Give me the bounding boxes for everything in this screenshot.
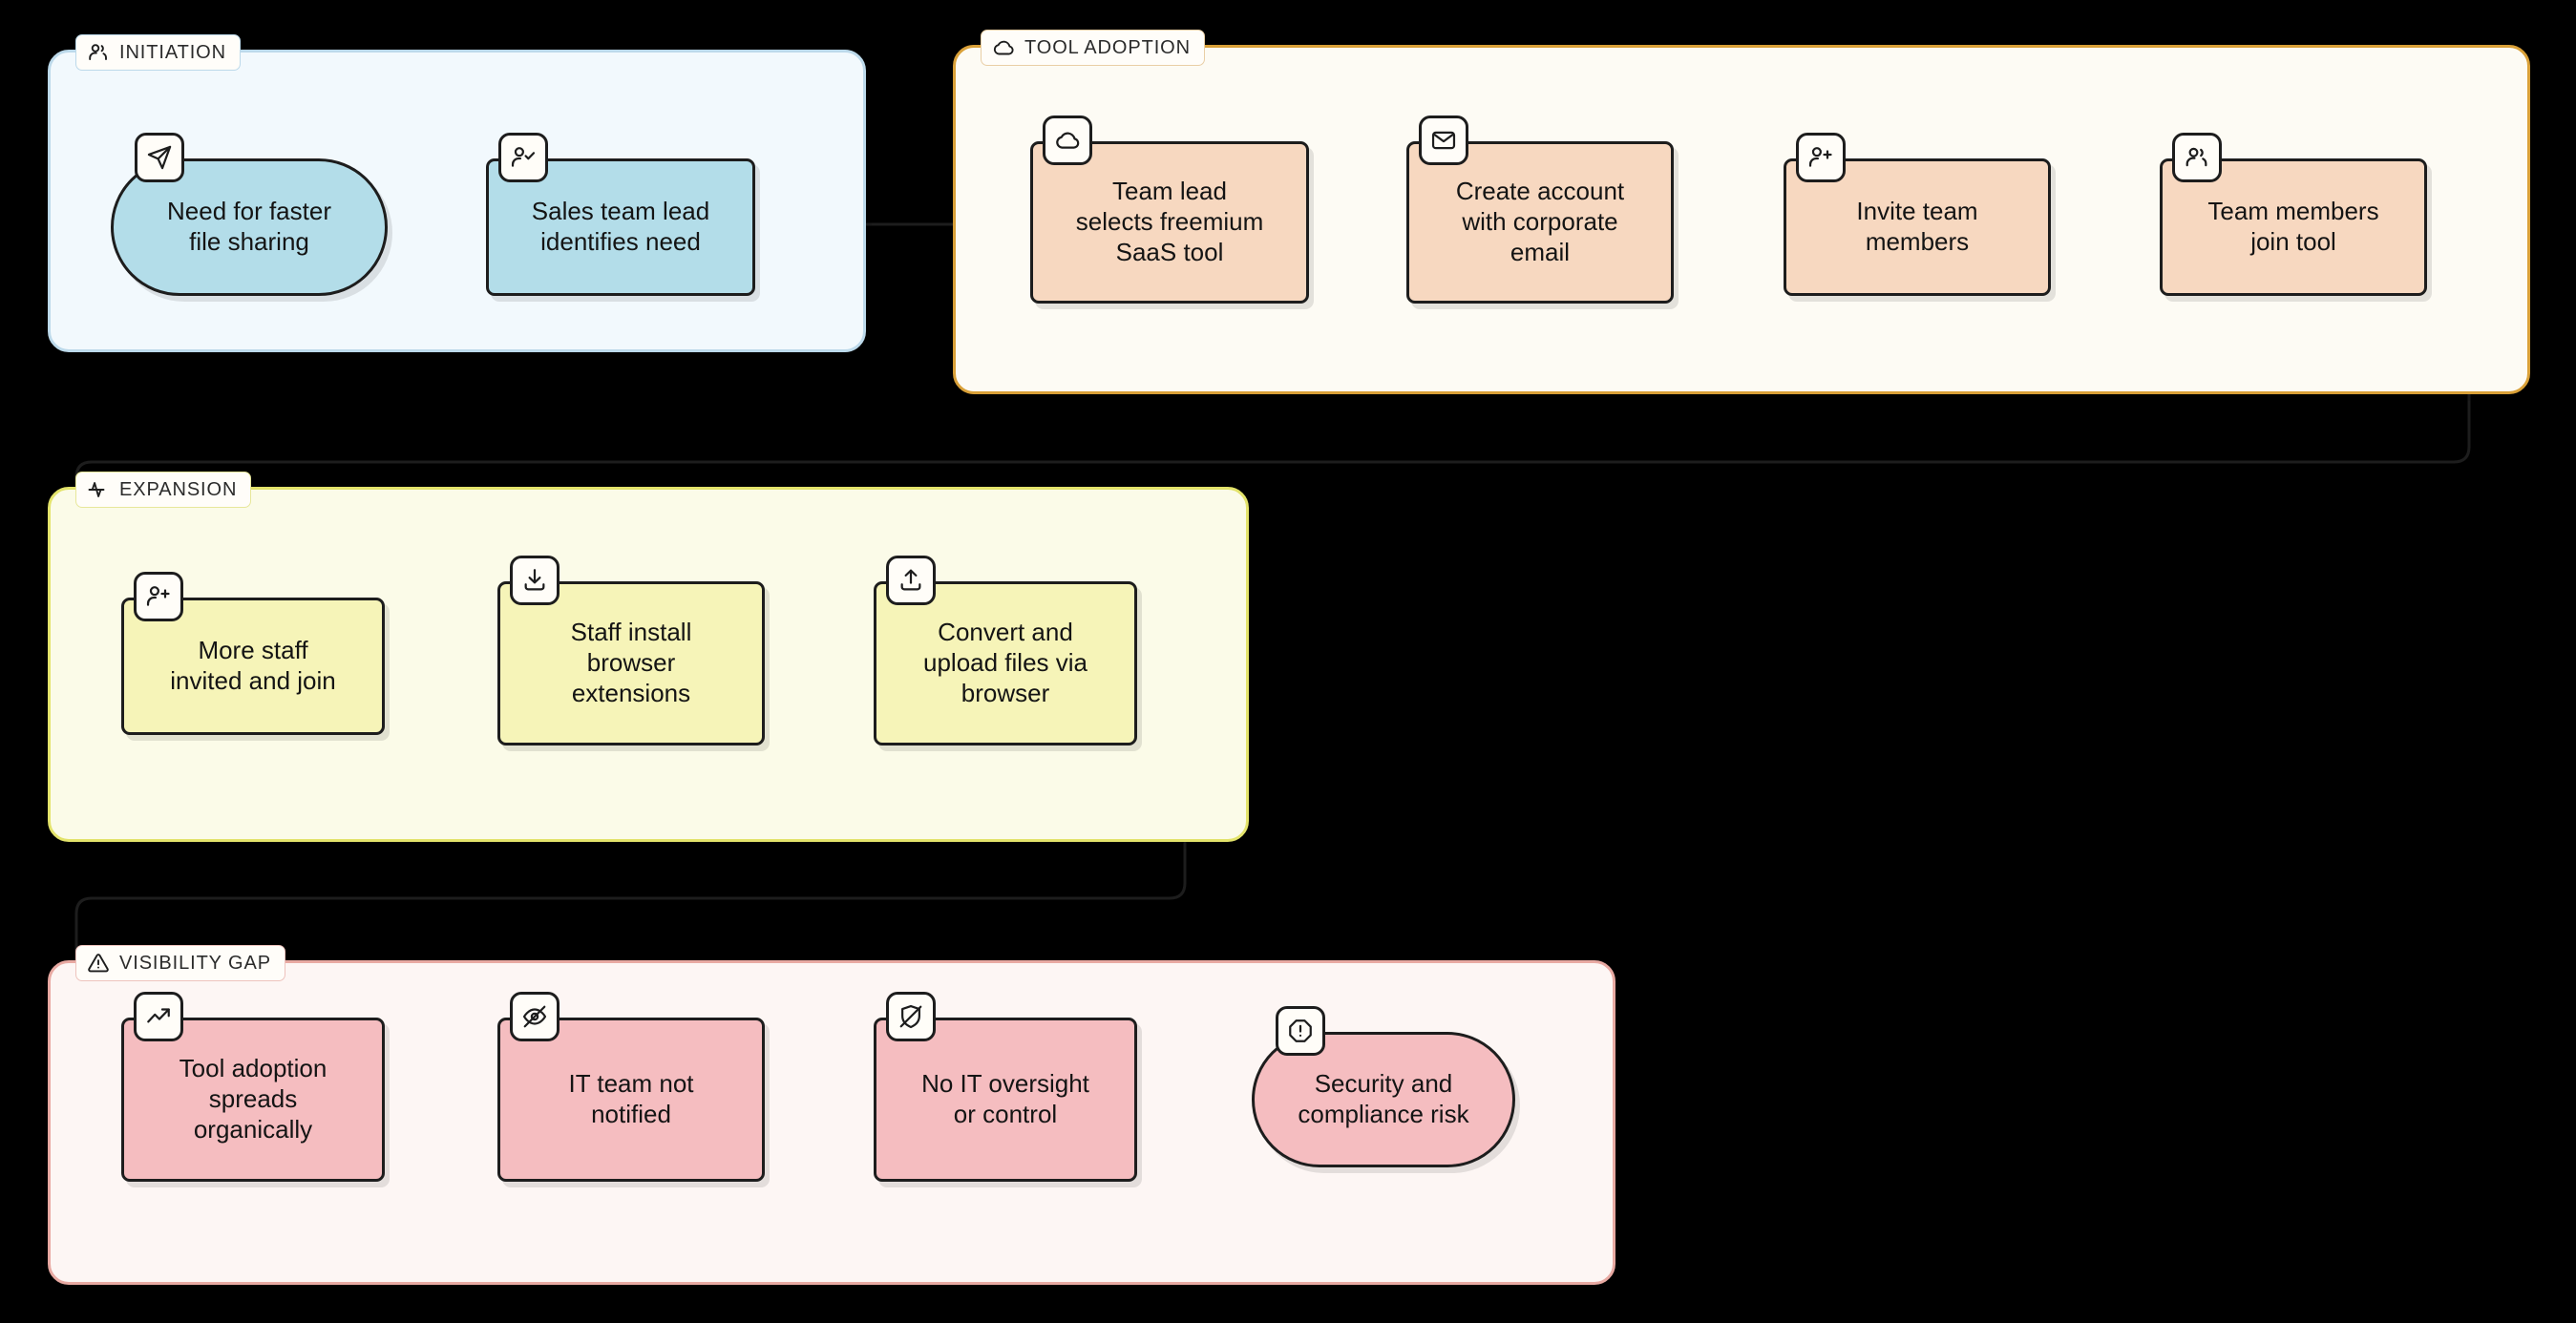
group-label-text: INITIATION <box>119 41 226 63</box>
group-label-expansion: EXPANSION <box>75 472 252 508</box>
group-visibility-gap: VISIBILITY GAP Tool adoption spreads org… <box>48 945 1615 1285</box>
cloud-icon <box>992 36 1015 59</box>
activity-icon <box>87 478 110 501</box>
octagon-alert-icon <box>1276 1006 1325 1056</box>
node-install-extensions[interactable]: Staff install browser extensions <box>497 556 765 746</box>
node-adoption-spreads[interactable]: Tool adoption spreads organically <box>121 992 385 1182</box>
node-create-account[interactable]: Create account with corporate email <box>1406 116 1674 304</box>
node-label: No IT oversight or control <box>921 1069 1089 1128</box>
node-label: Staff install browser extensions <box>570 618 692 707</box>
node-sales-team-lead[interactable]: Sales team lead identifies need <box>486 133 755 296</box>
node-label: Need for faster file sharing <box>167 197 331 256</box>
group-tool-adoption: TOOL ADOPTION Team lead selects freemium… <box>953 30 2530 394</box>
shield-off-icon <box>886 992 936 1041</box>
node-label: Invite team members <box>1856 197 1978 256</box>
cloud-icon <box>1043 116 1092 165</box>
group-label-text: VISIBILITY GAP <box>119 952 271 974</box>
send-icon <box>135 133 184 182</box>
node-label: Convert and upload files via browser <box>923 618 1087 707</box>
node-select-freemium-tool[interactable]: Team lead selects freemium SaaS tool <box>1030 116 1309 304</box>
node-label: Tool adoption spreads organically <box>179 1054 327 1144</box>
users-icon <box>87 41 110 64</box>
eye-off-icon <box>510 992 560 1041</box>
node-security-compliance-risk[interactable]: Security and compliance risk <box>1252 1006 1515 1167</box>
node-no-it-oversight[interactable]: No IT oversight or control <box>874 992 1137 1182</box>
node-need-faster-sharing[interactable]: Need for faster file sharing <box>111 133 388 296</box>
user-plus-icon <box>1796 133 1846 182</box>
user-check-icon <box>498 133 548 182</box>
node-label: Create account with corporate email <box>1455 177 1625 266</box>
node-label: More staff invited and join <box>170 636 336 695</box>
node-invite-team-members[interactable]: Invite team members <box>1784 133 2051 296</box>
mail-icon <box>1419 116 1468 165</box>
group-label-initiation: INITIATION <box>75 34 241 71</box>
upload-icon <box>886 556 936 605</box>
group-label-tool-adoption: TOOL ADOPTION <box>981 30 1205 66</box>
group-label-text: EXPANSION <box>119 478 238 500</box>
node-label: Team members join tool <box>2207 197 2379 256</box>
alert-triangle-icon <box>87 952 110 975</box>
node-upload-files-browser[interactable]: Convert and upload files via browser <box>874 556 1137 746</box>
group-initiation: INITIATION Need for faster file sharing … <box>48 34 866 352</box>
node-more-staff-join[interactable]: More staff invited and join <box>121 572 385 735</box>
user-plus-icon <box>134 572 183 621</box>
node-label: Team lead selects freemium SaaS tool <box>1075 177 1264 266</box>
trending-up-icon <box>134 992 183 1041</box>
group-expansion: EXPANSION More staff invited and join St… <box>48 472 1249 842</box>
users-icon <box>2172 133 2222 182</box>
node-team-members-join[interactable]: Team members join tool <box>2160 133 2427 296</box>
download-icon <box>510 556 560 605</box>
node-label: Security and compliance risk <box>1298 1069 1469 1128</box>
node-label: IT team not notified <box>568 1069 694 1128</box>
node-it-not-notified[interactable]: IT team not notified <box>497 992 765 1182</box>
group-label-visibility-gap: VISIBILITY GAP <box>75 945 285 981</box>
node-label: Sales team lead identifies need <box>531 197 710 256</box>
group-label-text: TOOL ADOPTION <box>1024 36 1191 58</box>
